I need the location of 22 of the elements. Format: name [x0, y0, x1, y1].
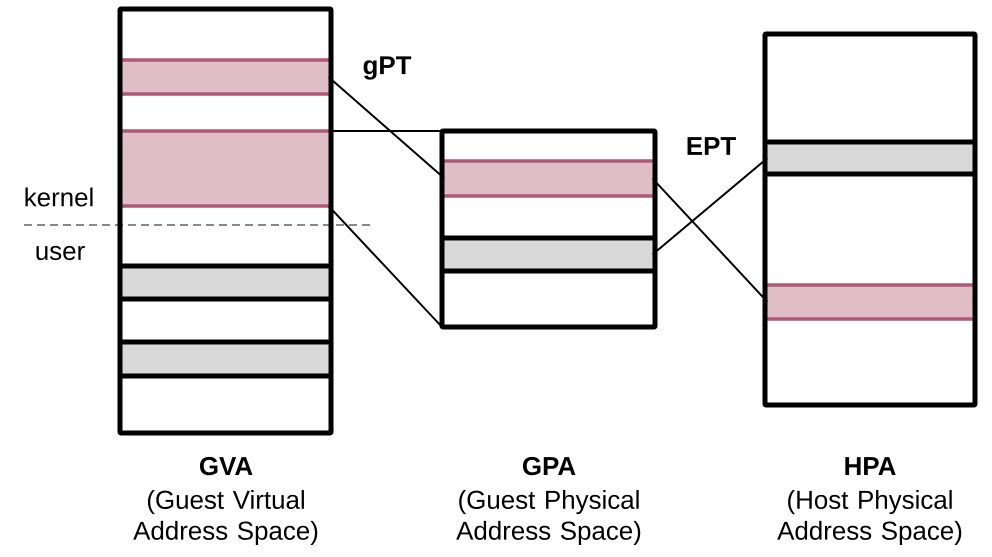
space-caption: (Host Physical Address Space): [777, 490, 962, 546]
region-label: user: [36, 246, 85, 260]
space-heading: HPA: [845, 457, 896, 475]
region-label: kernel: [25, 187, 93, 206]
space-caption: (Guest Virtual Address Space): [133, 490, 318, 546]
mapping-line: [328, 130, 442, 132]
space-heading: GPA: [522, 456, 576, 476]
memory-region-band: [122, 58, 328, 96]
table-label: EPT: [688, 137, 736, 155]
table-label: gPT: [364, 56, 412, 80]
memory-region-band: [122, 340, 328, 378]
memory-region-band: [768, 140, 972, 176]
mapping-line: [652, 178, 768, 303]
mapping-line: [328, 76, 446, 180]
memory-region-band: [768, 283, 972, 321]
memory-region-band: [122, 264, 328, 302]
space-heading: GVA: [200, 456, 252, 476]
memory-region-band: [122, 129, 328, 208]
memory-region-band: [444, 236, 652, 274]
memory-region-band: [444, 159, 652, 198]
space-caption: (Guest Physical Address Space): [456, 490, 640, 546]
mapping-line: [652, 157, 768, 256]
